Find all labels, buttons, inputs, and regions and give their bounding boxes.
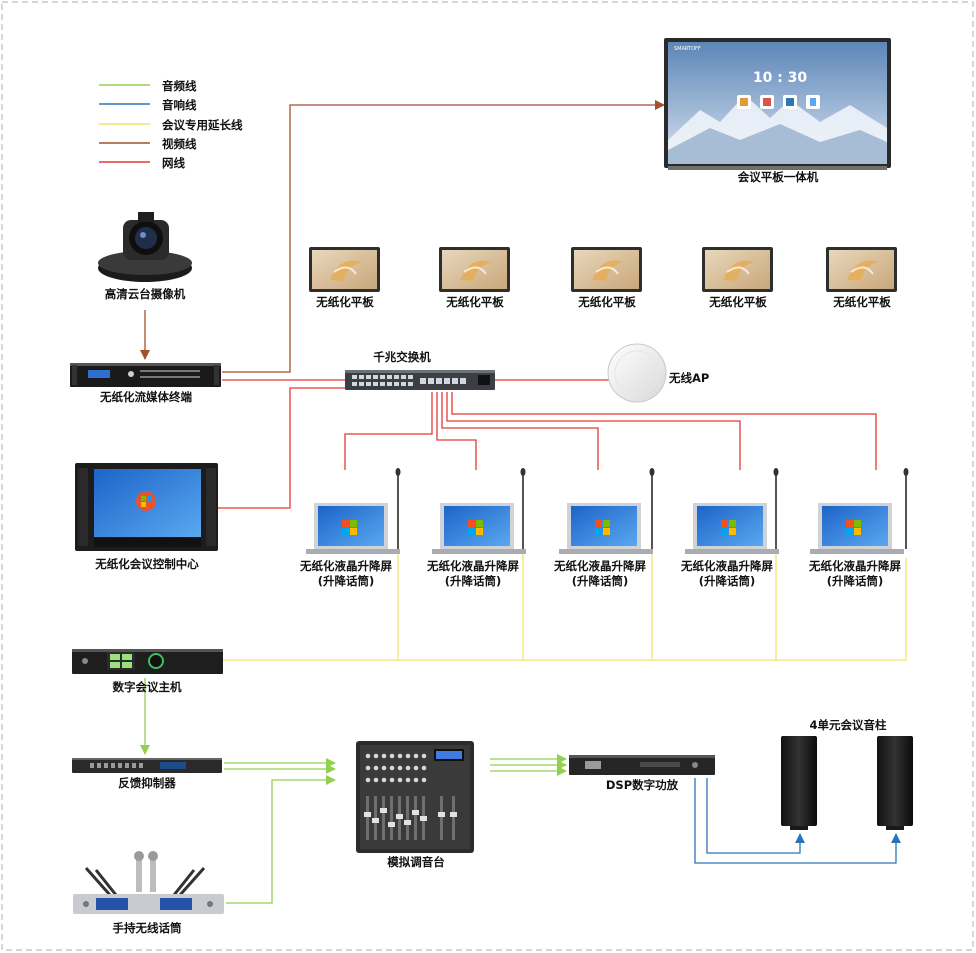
ptz-camera-icon [98,212,192,282]
net-lift-4 [446,392,741,470]
wireless-mic-receiver [73,851,224,914]
lift-screen-label-3a: 无纸化液晶升降屏 [553,559,646,573]
video-cable-to-board [222,100,665,373]
switch-label: 千兆交换机 [373,350,431,364]
legend-speaker-label: 音响线 [162,98,197,112]
speaker-column-left [781,736,817,830]
legend-extension-label: 会议专用延长线 [161,118,243,132]
legend-audio-label: 音频线 [162,79,197,93]
lift-screen-label-1b: (升降话筒) [318,574,375,588]
control-center [75,463,218,551]
lift-screen-label-1a: 无纸化液晶升降屏 [299,559,392,573]
streaming-terminal-label: 无纸化流媒体终端 [99,390,192,404]
lift-screen-label-3b: (升降话筒) [572,574,629,588]
tablet-1 [309,247,380,292]
lift-screen-label-5b: (升降话筒) [827,574,884,588]
speaker-column-right [877,736,913,830]
legend-network-label: 网线 [162,156,185,170]
analog-mixer [356,741,474,853]
tablet-2 [439,247,510,292]
speaker-cable-right [694,778,901,864]
lift-screen-1 [306,468,401,554]
legend-video-label: 视频线 [162,137,197,151]
net-lift-2 [436,392,477,470]
tablet-label-1: 无纸化平板 [315,295,374,309]
net-lift-3 [441,392,599,470]
smart-board-label: 会议平板一体机 [737,170,819,184]
tablet-4 [702,247,773,292]
tablet-label-5: 无纸化平板 [832,295,891,309]
lift-screen-label-4b: (升降话筒) [699,574,756,588]
lift-screen-2 [432,468,526,554]
wireless-mic-label: 手持无线话筒 [113,921,182,935]
dsp-amplifier-label: DSP数字功放 [606,778,679,792]
lift-screen-label-4a: 无纸化液晶升降屏 [680,559,773,573]
ext-main [223,558,907,661]
speaker-cable-left [706,778,805,854]
lift-screen-5 [810,468,909,554]
lift-screen-label-2b: (升降话筒) [445,574,502,588]
net-lift-1 [344,392,433,470]
tablet-label-3: 无纸化平板 [577,295,636,309]
camera-label: 高清云台摄像机 [105,287,186,301]
board-brand: SMARTOFF [674,46,701,52]
cables [140,100,907,904]
net-control-switch [218,387,345,509]
tablet-label-2: 无纸化平板 [445,295,504,309]
conference-host [72,649,223,674]
control-center-label: 无纸化会议控制中心 [94,557,199,571]
lift-screen-3 [559,468,655,554]
tablet-5 [826,247,897,292]
tablet-3 [571,247,642,292]
legend: 音频线 音响线 会议专用延长线 视频线 网线 [99,79,243,170]
conference-host-label: 数字会议主机 [113,680,182,694]
net-lift-5 [451,392,877,470]
analog-mixer-label: 模拟调音台 [387,855,445,869]
ap-label: 无线AP [668,371,709,385]
audio-mic-mixer [226,775,336,904]
smart-board: 10 : 30 SMARTOFF [664,38,891,170]
speaker-columns-label: 4单元会议音柱 [809,718,887,732]
streaming-terminal [70,363,221,387]
feedback-suppressor-label: 反馈抑制器 [118,776,176,790]
feedback-suppressor [72,758,222,773]
lift-screen-4 [685,468,779,554]
lift-screen-label-5a: 无纸化液晶升降屏 [808,559,901,573]
dsp-amplifier [569,755,715,775]
gigabit-switch [345,370,495,390]
tablet-label-4: 无纸化平板 [708,295,767,309]
lift-screen-label-2a: 无纸化液晶升降屏 [426,559,519,573]
wireless-ap [607,343,667,403]
board-clock: 10 : 30 [753,70,808,86]
